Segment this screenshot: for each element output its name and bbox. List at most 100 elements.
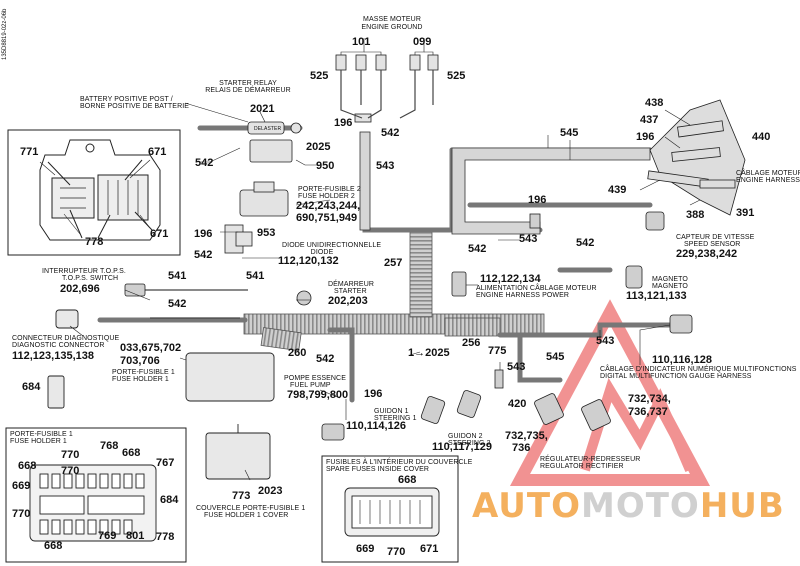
callout: 202,696 [60,283,100,295]
callout: 736,737 [628,406,668,418]
engine-ground-label-fr: MASSE MOTEUR [363,16,421,23]
small-connectors [124,211,693,441]
callout: 542 [168,298,187,310]
drawing-code: 135D8819-02z-06b [2,8,8,60]
spare-fuses-label-fr: FUSIBLES À L'INTÉRIEUR DU COUVERCLE [326,459,473,466]
callout: 542 [468,243,487,255]
starter-relay-label: STARTER RELAY [219,80,277,87]
callout: 110,114,126 [346,420,406,432]
callout: 110,117,129 [432,441,492,453]
diode-label-en: DIODE [310,249,334,256]
speed-sensor-label-fr: CAPTEUR DE VITESSE [676,234,755,241]
ground-wires [130,70,434,319]
spare-fuses-label-en: SPARE FUSES INSIDE COVER [326,466,430,473]
engine-ground-label-en: ENGINE GROUND [361,24,423,31]
callout: 242,243,244, [296,200,361,212]
callout: 542 [194,249,213,261]
callout: 440 [752,131,771,143]
fuse-holder-1-box-title-fr: PORTE-FUSIBLE 1 [10,431,73,438]
callout: 545 [560,127,579,139]
fuel-pump-label-en: FUEL PUMP [290,382,331,389]
callout: 113,121,133 [626,290,687,302]
callout: 950 [316,160,335,172]
cover-label-fr: COUVERCLE PORTE-FUSIBLE 1 [196,505,306,512]
callout: 703,706 [120,355,160,367]
callout: 671 [150,228,169,240]
callout: 778 [85,236,104,248]
callout: 2023 [258,485,283,497]
callout: 543 [519,233,538,245]
diag-connector-label-fr: CONNECTEUR DIAGNOSTIQUE [12,335,120,342]
callout: 525 [310,70,329,82]
callout: 110,116,128 [652,354,712,366]
fuel-pump-label-fr: POMPE ESSENCE [284,375,346,382]
engine-harness [647,99,746,216]
callout: 773 [232,490,251,502]
upper-components [224,54,439,254]
callout: 778 [156,531,175,543]
fuse-holder-1-drawing [47,309,275,480]
callout: 769 [98,530,117,542]
callout: 112,122,134 [480,273,541,285]
callout: 798,799,800 [287,389,349,401]
regulator-label-fr: RÉGULATEUR-REDRESSEUR [540,456,641,463]
magneto-label-en: MAGNETO [652,283,688,290]
callout: 196 [364,388,383,400]
leader-lines [39,38,701,481]
tops-switch-label-en: T.O.P.S. SWITCH [62,275,119,282]
callout: 1→2025 [408,347,450,359]
callout: 391 [736,207,755,219]
callout: 770 [61,449,80,461]
callout: 684 [160,494,179,506]
callout: 099 [413,36,432,48]
callout: 437 [640,114,659,126]
callout: 420 [508,398,527,410]
callout: 668 [398,474,417,486]
callout: 770 [61,465,80,477]
steering-2-label-fr: GUIDON 2 [448,433,483,440]
connector-detail-box [7,129,181,256]
callout: 541 [246,270,265,282]
callout: 768 [100,440,119,452]
engine-harness-power-label-fr: ALIMENTATION CÂBLAGE MOTEUR [476,285,597,292]
magneto-label-fr: MAGNETO [652,276,688,283]
harness-branch-ducts [359,131,651,235]
callout: 202,203 [328,295,368,307]
engine-harness-label-fr: CÂBLAGE MOTEUR [736,170,800,177]
brand-part-2: MOTO [580,486,700,526]
callout: 545 [546,351,565,363]
brand-part-3: HUB [699,486,785,526]
starter-relay-label-fr: RELAIS DE DÉMARREUR [205,87,291,94]
fuse-holder-1-label-en: FUSE HOLDER 1 [112,376,169,383]
spare-fuses-detail-box [321,455,459,563]
callout: 260 [288,347,307,359]
starter-label-en: STARTER [334,288,367,295]
steering-2-label-en: STEERING 2 [448,440,491,447]
callout: 229,238,242 [676,248,738,260]
speed-sensor-label-en: SPEED SENSOR [684,241,741,248]
regulator-label-en: REGULATOR RECTIFIER [540,463,624,470]
diode-label-fr: DIODE UNIDIRECTIONNELLE [282,242,382,249]
callout: 196 [194,228,213,240]
fuse-holder-1-label-fr: PORTE-FUSIBLE 1 [112,369,175,376]
callout: 196 [636,131,655,143]
gauge-harness-label-en: DIGITAL MULTIFUNCTION GAUGE HARNESS [600,373,752,380]
callout: 770 [12,508,31,520]
callout: 257 [384,257,403,269]
callout: 439 [608,184,627,196]
callout: 775 [488,345,507,357]
relay-text: DELASTER [254,126,282,132]
callout: 196 [334,117,353,129]
fuse-holder-1-detail-box [5,427,187,563]
callout: 2021 [250,103,275,115]
callout: 196 [528,194,547,206]
callout: 771 [20,146,39,158]
callout: 112,120,132 [278,255,339,267]
callout: 542 [195,157,214,169]
callout: 669 [12,480,31,492]
callout: 671 [420,543,439,555]
connector-face-drawing [39,139,161,241]
callout: 690,751,949 [296,212,358,224]
callout: 101 [352,36,371,48]
